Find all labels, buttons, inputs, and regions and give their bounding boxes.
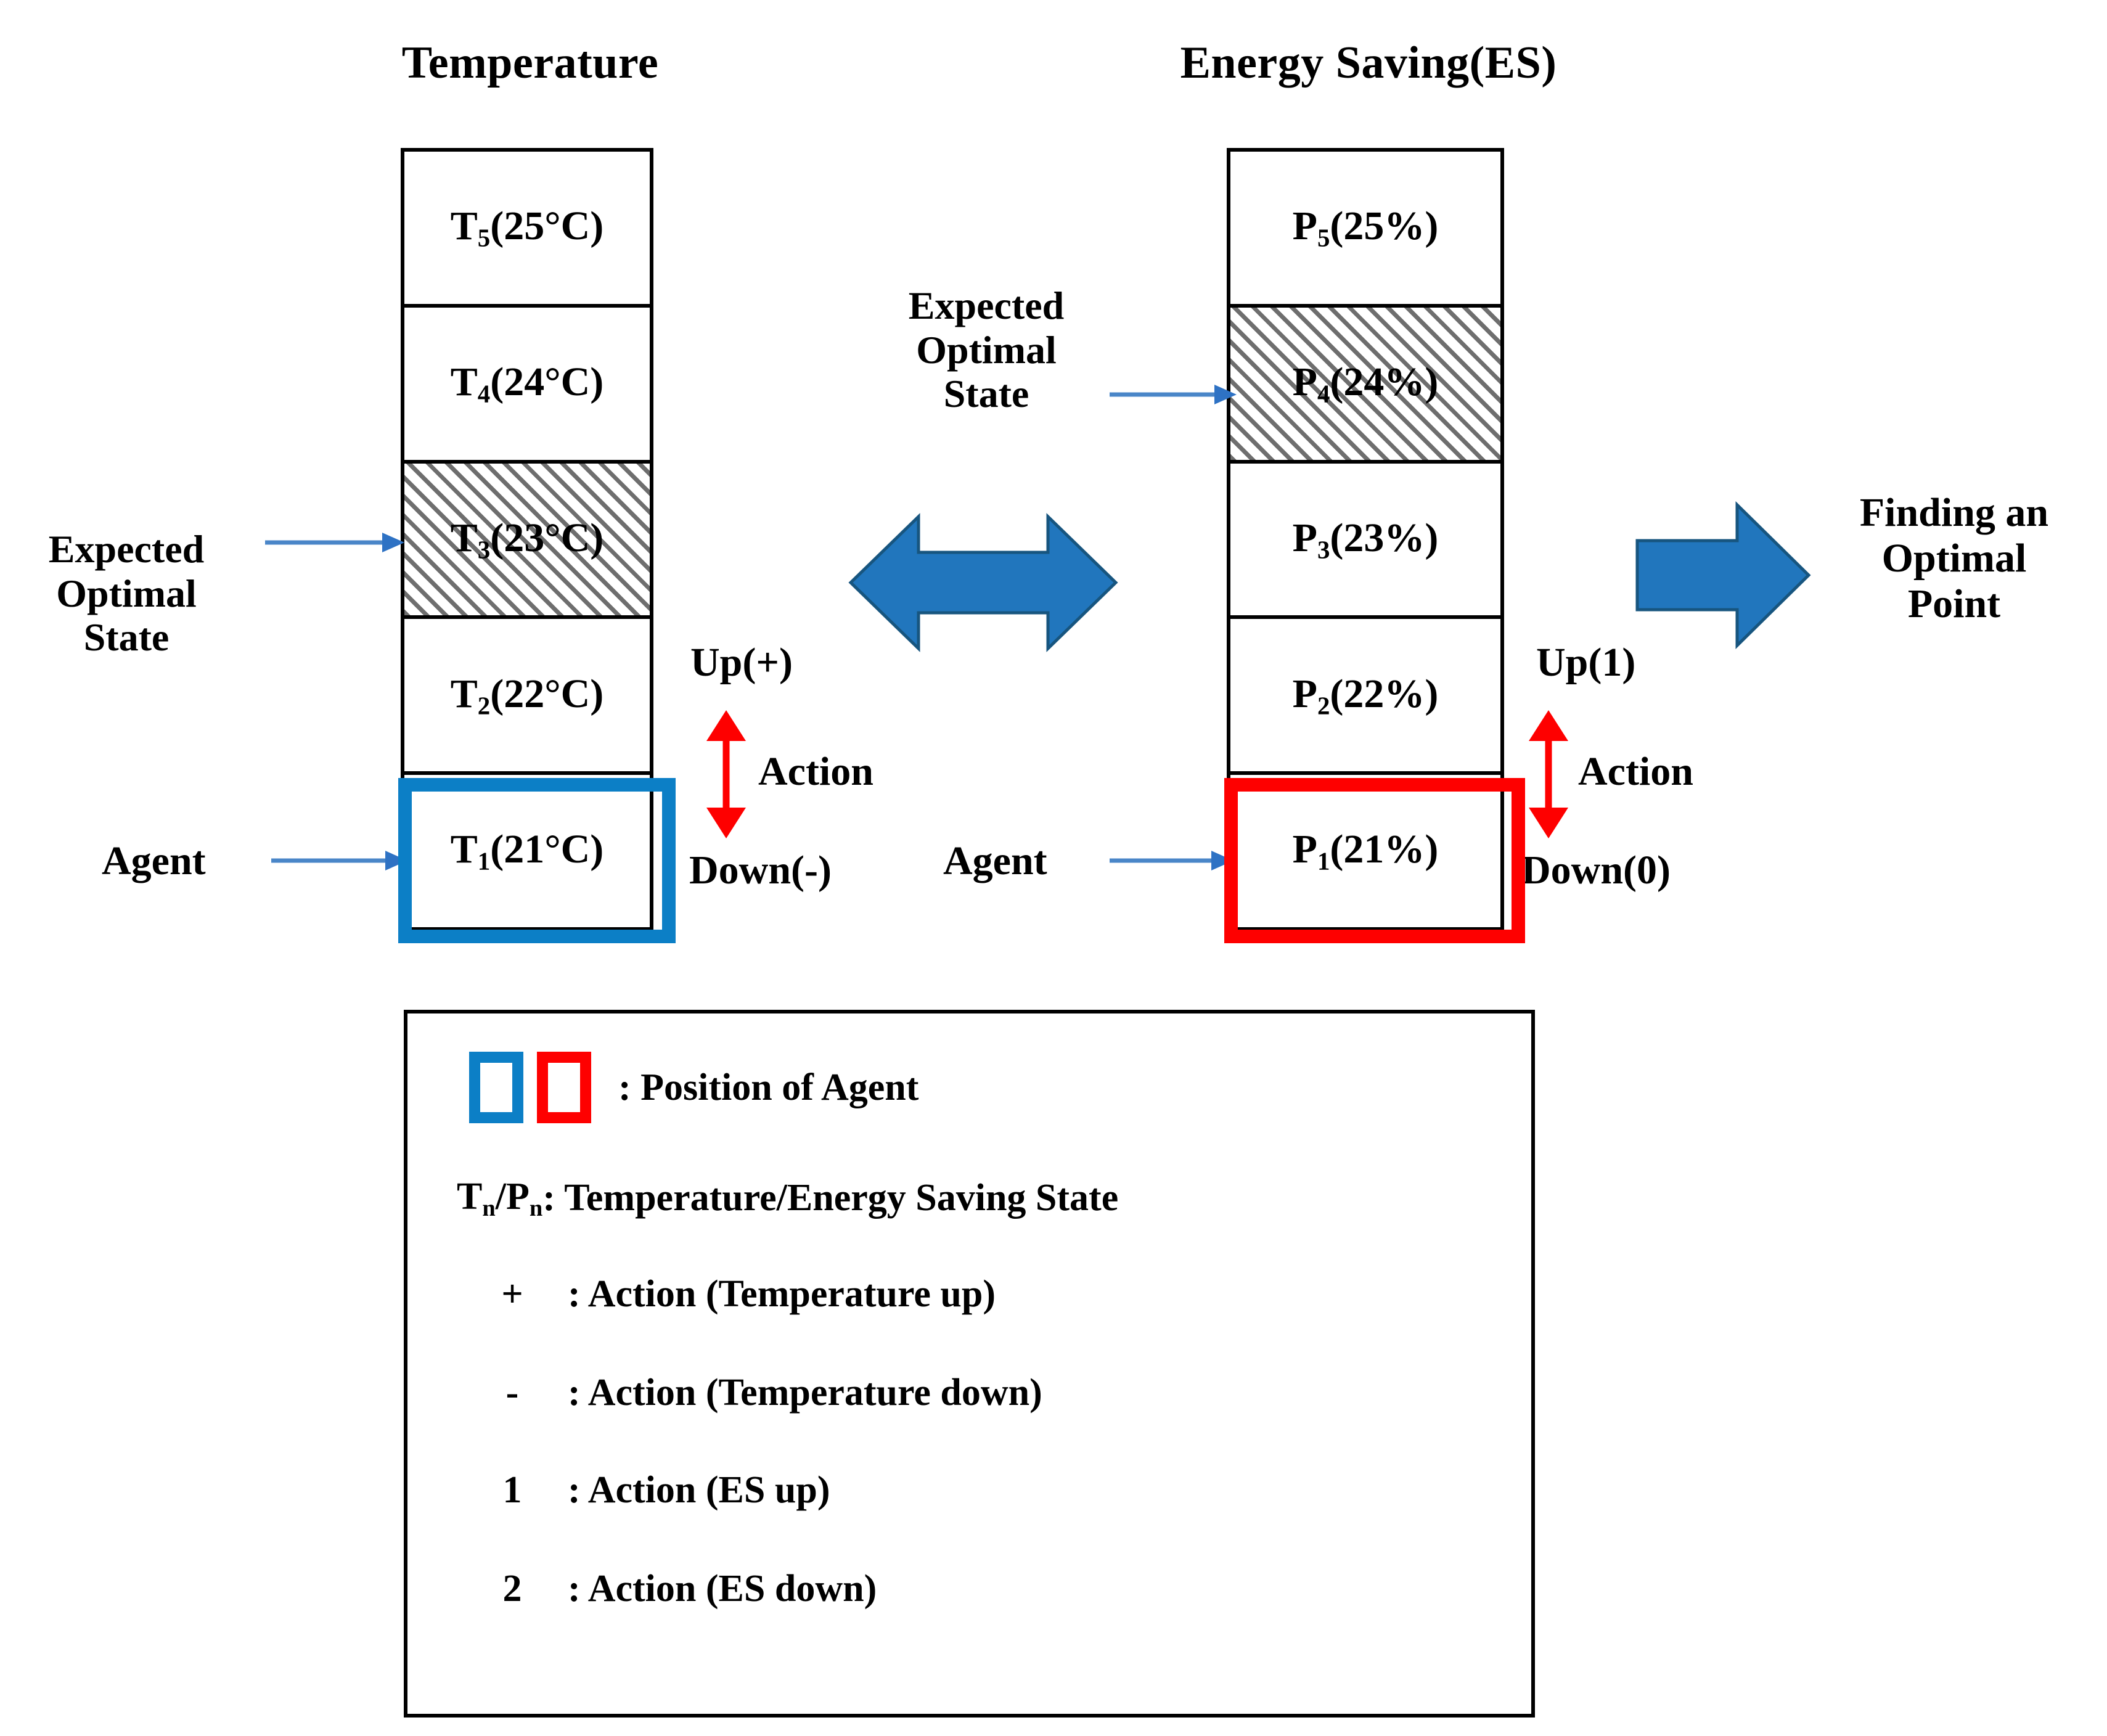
legend-row-action-two: 2 : Action (ES down): [457, 1567, 877, 1611]
state-label-t3: T3(23°C): [450, 515, 604, 564]
state-cell-p4[interactable]: P4(24%): [1230, 307, 1500, 464]
finding-optimal-point-arrow-icon: [1634, 496, 1812, 653]
energy-action-up-label: Up(1): [1536, 640, 1636, 685]
temperature-state-column: T5(25°C) T4(24°C) T3(23°C) T2(22°C) T1(2…: [401, 148, 653, 931]
agent-right-arrow-icon: [1110, 848, 1236, 873]
state-label-p3: P3(23%): [1292, 515, 1439, 564]
legend-swatch-blue: [469, 1052, 523, 1123]
legend-row-state-notation: Tn/Pn : Temperature/Energy Saving State: [457, 1175, 1118, 1222]
state-cell-t3[interactable]: T3(23°C): [404, 463, 650, 620]
energy-action-arrow-icon: [1524, 709, 1573, 840]
state-cell-p2[interactable]: P2(22%): [1230, 619, 1500, 776]
energy-action-label: Action: [1578, 749, 1693, 794]
temperature-heading: Temperature: [401, 38, 659, 88]
legend-swatch-red: [537, 1052, 591, 1123]
legend-row-position-of-agent: : Position of Agent: [469, 1052, 918, 1123]
legend-action-one-text: : Action (ES up): [568, 1469, 830, 1511]
state-label-p4: P4(24%): [1292, 359, 1439, 408]
state-cell-t5[interactable]: T5(25°C): [404, 152, 650, 308]
agent-left-label: Agent: [102, 838, 206, 883]
legend-action-minus-text: : Action (Temperature down): [568, 1372, 1042, 1414]
state-label-p5: P5(25%): [1292, 203, 1439, 252]
legend-position-of-agent-text: : Position of Agent: [618, 1066, 919, 1108]
finding-optimal-point-label: Finding an Optimal Point: [1859, 490, 2049, 626]
bidirectional-equivalence-arrow-icon: [845, 506, 1122, 660]
state-label-t1: T1(21°C): [450, 827, 604, 875]
energy-action-down-label: Down(0): [1521, 848, 1671, 893]
energy-state-column: P5(25%) P4(24%) P3(23%) P2(22%) P1(21%): [1227, 148, 1504, 931]
legend-row-action-one: 1 : Action (ES up): [457, 1468, 830, 1512]
legend-action-two-text: : Action (ES down): [568, 1568, 877, 1610]
legend-symbol-minus: -: [505, 1372, 519, 1414]
legend-action-plus-text: : Action (Temperature up): [568, 1273, 996, 1315]
legend-symbol-one: 1: [502, 1469, 522, 1511]
legend-state-notation-text: : Temperature/Energy Saving State: [542, 1177, 1119, 1219]
legend-symbol-two: 2: [502, 1568, 522, 1610]
state-cell-t2[interactable]: T2(22°C): [404, 619, 650, 776]
expected-optimal-state-center-arrow-icon: [1110, 382, 1239, 407]
legend-state-notation-symbol: Tn/Pn: [457, 1176, 543, 1221]
state-cell-t4[interactable]: T4(24°C): [404, 307, 650, 464]
expected-optimal-state-left-label: Expected Optimal State: [48, 527, 205, 660]
temperature-action-label: Action: [758, 749, 873, 794]
state-cell-p3[interactable]: P3(23%): [1230, 463, 1500, 620]
temperature-action-down-label: Down(-): [689, 848, 832, 893]
agent-left-arrow-icon: [271, 848, 410, 873]
temperature-action-up-label: Up(+): [690, 640, 793, 685]
energy-saving-heading: Energy Saving(ES): [1180, 38, 1557, 88]
legend-symbol-plus: +: [501, 1273, 523, 1315]
legend-row-action-minus: - : Action (Temperature down): [457, 1371, 1042, 1415]
legend-row-action-plus: + : Action (Temperature up): [457, 1272, 996, 1316]
state-cell-p1[interactable]: P1(21%): [1230, 775, 1500, 927]
state-cell-t1[interactable]: T1(21°C): [404, 775, 650, 927]
temperature-action-arrow-icon: [702, 709, 751, 840]
state-cell-p5[interactable]: P5(25%): [1230, 152, 1500, 308]
state-label-p1: P1(21%): [1292, 827, 1439, 875]
legend-box: : Position of Agent Tn/Pn : Temperature/…: [404, 1010, 1535, 1718]
agent-right-label: Agent: [943, 838, 1047, 883]
state-label-t5: T5(25°C): [450, 203, 604, 252]
state-label-t2: T2(22°C): [450, 671, 604, 720]
state-label-t4: T4(24°C): [450, 359, 604, 408]
state-label-p2: P2(22%): [1292, 671, 1439, 720]
expected-optimal-state-left-arrow-icon: [265, 530, 407, 555]
expected-optimal-state-center-label: Expected Optimal State: [908, 284, 1065, 416]
